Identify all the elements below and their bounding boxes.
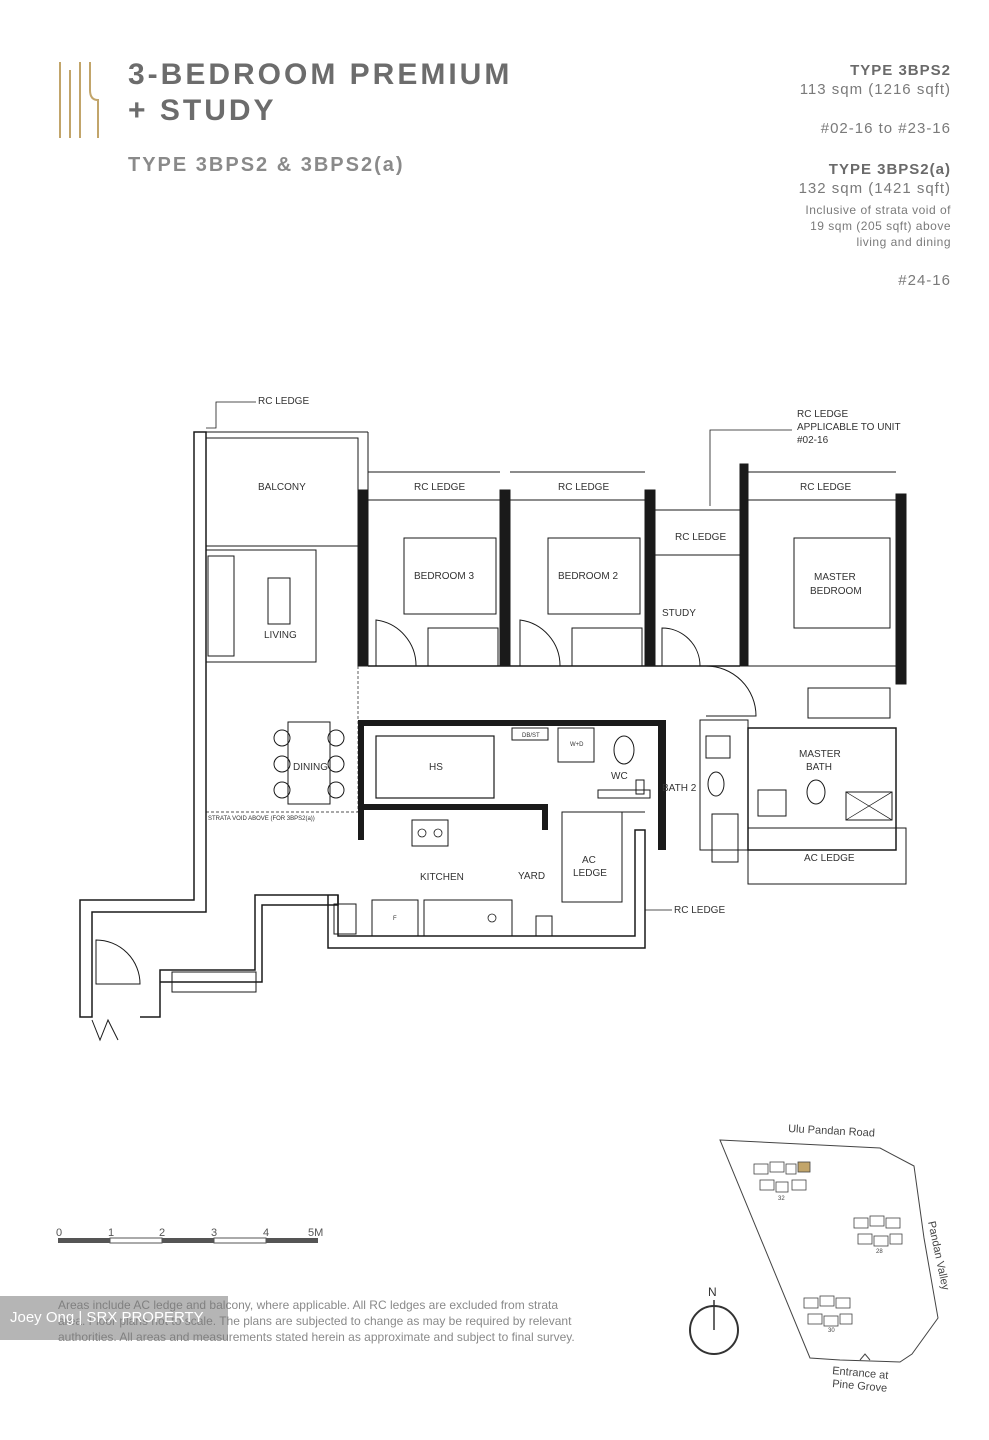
rc-ledge-note-2: APPLICABLE TO UNIT	[797, 422, 901, 433]
type-a-area: 113 sqm (1216 sqft)	[799, 81, 951, 98]
study-label: STUDY	[662, 608, 696, 619]
wall-master-right	[895, 493, 907, 685]
outer-wall-lower	[140, 894, 339, 1018]
scale-tick-5: 5M	[308, 1227, 323, 1239]
bed-3	[403, 537, 497, 615]
dining-table	[287, 721, 331, 805]
outer-wall	[79, 431, 207, 1018]
ac-ledge-master	[747, 827, 907, 885]
type-b-note-3: living and dining	[856, 235, 951, 249]
page-title: 3-BEDROOM PREMIUM	[128, 58, 513, 91]
rc-ledge-bed3: RC LEDGE	[414, 482, 465, 493]
bedroom2-label: BEDROOM 2	[558, 571, 618, 582]
type-a-units: #02-16 to #23-16	[820, 120, 951, 137]
sofa	[207, 555, 235, 657]
living-zone	[205, 549, 317, 663]
ac-ledge-kitchen-label-1: AC	[582, 855, 596, 866]
yard-label: YARD	[518, 871, 545, 882]
bed-2	[547, 537, 641, 615]
kitchen-label: KITCHEN	[420, 872, 464, 883]
block-30	[803, 1295, 853, 1327]
rc-ledge-bed2: RC LEDGE	[558, 482, 609, 493]
kitchen-wall	[327, 829, 646, 949]
ac-ledge-kitchen	[561, 811, 623, 903]
rc-ledge-master: RC LEDGE	[800, 482, 851, 493]
type-b-note-2: 19 sqm (205 sqft) above	[810, 219, 951, 233]
wall-master-left	[739, 463, 749, 667]
site-plan: Ulu Pandan Road Pandan Valley Entrance a…	[719, 1123, 951, 1395]
unit-type-subtitle: TYPE 3BPS2 & 3BPS2(a)	[128, 154, 405, 176]
scale-tick-1: 1	[108, 1227, 114, 1239]
block-28-label: 28	[876, 1249, 883, 1255]
living-label: LIVING	[264, 630, 297, 641]
wall-bed3-right	[499, 489, 511, 667]
hs-label: HS	[429, 762, 443, 773]
road-right-label: Pandan Valley	[925, 1220, 951, 1292]
type-a-name: TYPE 3BPS2	[850, 62, 951, 79]
wc-label: WC	[611, 771, 628, 782]
rc-ledge-note-3: #02-16	[797, 435, 829, 446]
type-b-note-1: Inclusive of strata void of	[805, 203, 951, 217]
block-28	[853, 1215, 903, 1247]
dining-label: DINING	[293, 762, 328, 773]
type-b-area: 132 sqm (1421 sqft)	[798, 180, 951, 197]
fridge-label: F	[393, 916, 397, 922]
scale-tick-4: 4	[263, 1227, 269, 1239]
ac-ledge-kitchen-label-2: LEDGE	[573, 868, 607, 879]
floor-plan: RC LEDGE RC LEDGE APPLICABLE TO UNIT #02…	[79, 396, 907, 1042]
bedroom3-label: BEDROOM 3	[414, 571, 474, 582]
north-label: N	[708, 1285, 717, 1299]
scale-tick-0: 0	[56, 1227, 62, 1239]
coffee-table	[267, 577, 291, 625]
balcony-label: BALCONY	[258, 482, 306, 493]
bath2-label: BATH 2	[662, 783, 697, 794]
wd-label: W+D	[570, 742, 584, 748]
page-title-line2: + STUDY	[128, 94, 277, 127]
scale-tick-2: 2	[159, 1227, 165, 1239]
rc-ledge-study: RC LEDGE	[675, 532, 726, 543]
wall-bed2-right	[644, 489, 656, 667]
household-shelter	[375, 735, 495, 799]
db-st-label: DB/ST	[522, 733, 540, 739]
ac-ledge-master-label: AC LEDGE	[804, 853, 855, 864]
hs-wall	[358, 720, 658, 840]
type-b-name: TYPE 3BPS2(a)	[828, 161, 951, 178]
watermark: Joey Ong | SRX PROPERTY	[0, 1296, 228, 1340]
rc-ledge-kitchen: RC LEDGE	[674, 905, 725, 916]
block-30-label: 30	[828, 1328, 835, 1334]
rc-ledge-note-1: RC LEDGE	[797, 409, 848, 420]
wall-bed3-left	[357, 489, 369, 667]
block-32-label: 32	[778, 1196, 785, 1202]
rc-ledge-label-balcony: RC LEDGE	[258, 396, 309, 407]
master-bath-label-2: BATH	[806, 762, 832, 773]
brand-logo	[59, 62, 99, 138]
entrance-label-1: Entrance at	[832, 1365, 889, 1382]
scale-tick-3: 3	[211, 1227, 217, 1239]
plan-labels: RC LEDGE RC LEDGE APPLICABLE TO UNIT #02…	[208, 396, 901, 922]
north-compass: N	[689, 1285, 739, 1355]
master-bedroom-label-2: BEDROOM	[810, 586, 862, 597]
master-bath-label-1: MASTER	[799, 749, 841, 760]
type-b-units: #24-16	[898, 272, 951, 289]
scale-bar: 0 1 2 3 4 5M	[56, 1227, 323, 1244]
strata-void-label: STRATA VOID ABOVE (FOR 3BPS2(a))	[208, 816, 315, 822]
block-32	[753, 1161, 811, 1193]
master-bedroom-label-1: MASTER	[814, 572, 856, 583]
road-top-label: Ulu Pandan Road	[788, 1123, 875, 1140]
entrance-label-2: Pine Grove	[832, 1378, 888, 1395]
master-bed	[793, 537, 891, 629]
